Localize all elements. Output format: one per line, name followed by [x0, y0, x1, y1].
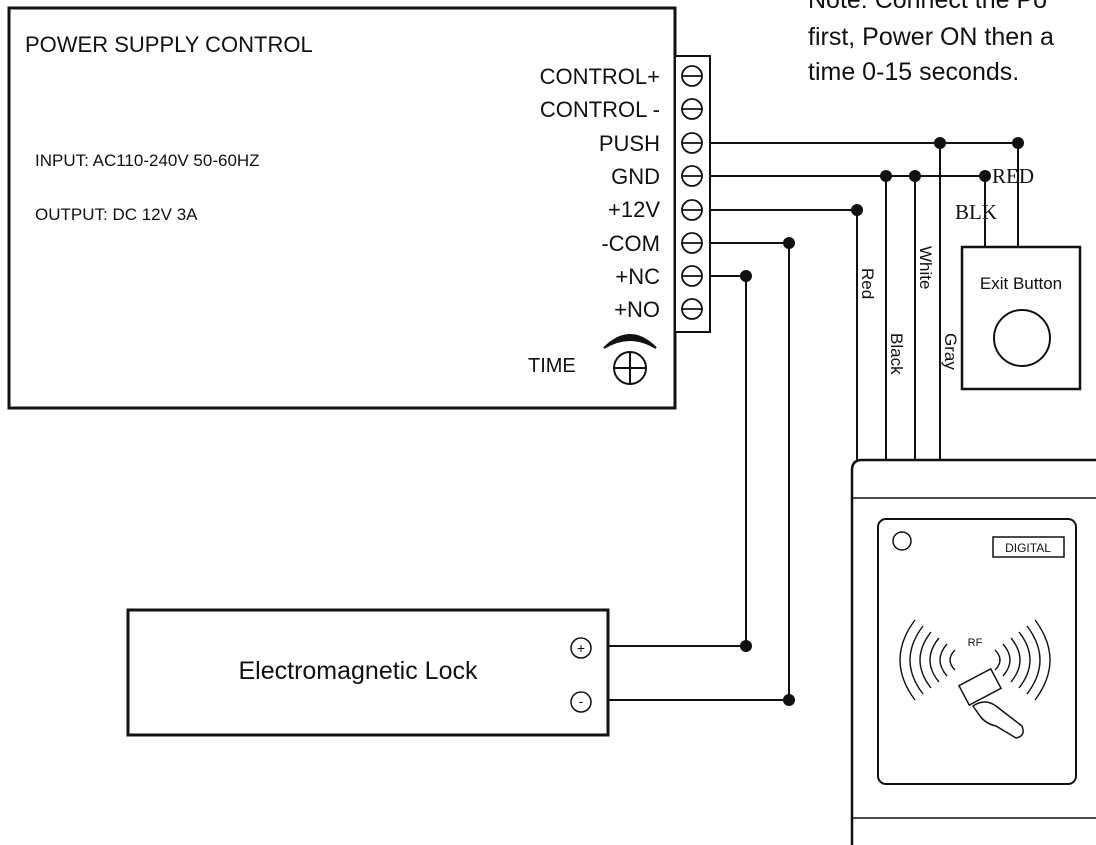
rf-label: RF	[968, 637, 983, 649]
exit-button-icon	[993, 309, 1051, 367]
terminal-label-com: -COM	[601, 231, 660, 256]
note-line-2: first, Power ON then a	[808, 23, 1054, 51]
time-arc-icon	[603, 334, 657, 349]
hand-card-icon	[957, 667, 1024, 739]
terminal-screw	[681, 199, 703, 221]
terminal-block	[674, 55, 711, 333]
electromagnetic-lock-box	[126, 608, 610, 737]
terminal-screw	[681, 132, 703, 154]
wire-label-white: White	[916, 246, 935, 289]
note-line-1: Note: Connect the Po	[808, 0, 1047, 14]
rf-reader	[850, 458, 1096, 845]
note-line-3: time 0-15 seconds.	[808, 58, 1019, 86]
terminal-label-gnd: GND	[611, 164, 660, 189]
junction-dot	[934, 137, 946, 149]
terminal-screw	[681, 65, 703, 87]
button-wire-blk-label: BLK	[955, 200, 997, 224]
power-supply-title: POWER SUPPLY CONTROL	[25, 32, 313, 57]
output-spec: OUTPUT: DC 12V 3A	[35, 205, 198, 224]
exit-button-box	[960, 245, 1082, 391]
terminal-screw	[681, 265, 703, 287]
digital-badge	[992, 536, 1065, 558]
terminal-screw	[681, 298, 703, 320]
junction-dot	[880, 170, 892, 182]
wire-label-gray: Gray	[941, 333, 960, 370]
input-spec: INPUT: AC110-240V 50-60HZ	[35, 151, 260, 170]
button-wire-red-label: RED	[992, 164, 1034, 188]
digital-badge-label: DIGITAL	[1005, 541, 1051, 555]
time-adjust-screw-icon	[613, 351, 647, 385]
junction-dot	[909, 170, 921, 182]
lock-plus-label: +	[577, 640, 585, 656]
rf-waves-icon	[899, 619, 1051, 701]
terminal-label-control-minus: CONTROL -	[540, 97, 660, 122]
junction-dot	[1012, 137, 1024, 149]
wire-label-black: Black	[887, 333, 906, 375]
electromagnetic-lock-label: Electromagnetic Lock	[238, 657, 478, 685]
wire-label-red: Red	[858, 268, 877, 299]
junction-dot	[783, 237, 795, 249]
lock-minus-terminal	[570, 691, 592, 713]
terminal-screw	[681, 98, 703, 120]
junction-dot	[740, 640, 752, 652]
terminal-label-nc: +NC	[615, 264, 660, 289]
junction-dot	[979, 170, 991, 182]
reader-led-icon	[892, 531, 912, 551]
terminal-label-control-plus: CONTROL+	[540, 64, 660, 89]
junction-dot	[740, 270, 752, 282]
terminal-label-no: +NO	[614, 297, 660, 322]
terminal-screw	[681, 165, 703, 187]
terminal-label-push: PUSH	[599, 131, 660, 156]
terminal-screw	[681, 232, 703, 254]
terminal-label-12v: +12V	[608, 197, 660, 222]
junction-dot	[783, 694, 795, 706]
lock-plus-terminal	[570, 637, 592, 659]
junction-dot	[851, 204, 863, 216]
time-label: TIME	[528, 355, 576, 377]
exit-button-label: Exit Button	[980, 274, 1062, 293]
lock-minus-label: -	[579, 693, 584, 709]
